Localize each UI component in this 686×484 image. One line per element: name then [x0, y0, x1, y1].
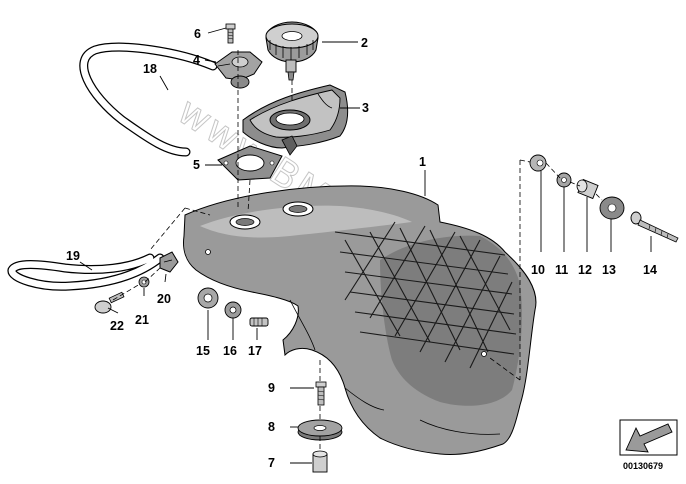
callout-19: 19 [66, 249, 80, 263]
spacer-sleeve-7 [312, 450, 328, 473]
callout-3: 3 [362, 101, 369, 115]
callout-12: 12 [578, 263, 592, 277]
callout-4: 4 [193, 53, 200, 67]
direction-arrow-icon [619, 419, 678, 456]
callout-11: 11 [555, 263, 568, 277]
tank-opening-right [282, 201, 314, 217]
tank-housing [183, 185, 537, 455]
screw-17 [249, 317, 269, 327]
callout-14: 14 [643, 263, 657, 277]
callout-1: 1 [419, 155, 426, 169]
spacer-12 [576, 178, 599, 200]
document-number: 00130679 [623, 461, 663, 471]
tank-opening-left [229, 214, 261, 230]
callout-7: 7 [268, 456, 275, 470]
callout-10: 10 [531, 263, 545, 277]
bushing-10 [529, 154, 547, 172]
screw-9 [315, 381, 327, 406]
assembly-lines [112, 50, 603, 452]
hose-lower [7, 253, 165, 291]
grommet-15 [197, 287, 219, 309]
callout-2: 2 [361, 36, 368, 50]
housing-mesh [334, 221, 517, 369]
washer-21 [138, 276, 150, 288]
callout-9: 9 [268, 381, 275, 395]
clip-20 [159, 251, 179, 273]
callout-13: 13 [602, 263, 616, 277]
screw-top [225, 23, 236, 44]
callout-20: 20 [157, 292, 171, 306]
filler-cap [265, 21, 319, 81]
callout-21: 21 [135, 313, 149, 327]
callout-18: 18 [143, 62, 157, 76]
gasket-plate [217, 145, 283, 181]
callout-6: 6 [194, 27, 201, 41]
hose-upper [79, 42, 218, 157]
callout-5: 5 [193, 158, 200, 172]
callout-8: 8 [268, 420, 275, 434]
washer-16 [224, 301, 242, 319]
callout-16: 16 [223, 344, 237, 358]
callout-22: 22 [110, 319, 124, 333]
screw-22 [94, 291, 125, 314]
washer-11 [556, 172, 572, 188]
rubber-mount-13 [599, 196, 625, 220]
breather-valve [214, 51, 263, 89]
bolt-14 [630, 211, 679, 243]
leader-lines [79, 27, 652, 464]
callout-15: 15 [196, 344, 210, 358]
callout-17: 17 [248, 344, 262, 358]
callout-labels: 1 2 3 4 5 6 7 8 9 10 11 12 13 14 15 16 1… [66, 27, 657, 470]
rubber-grommet-8 [297, 419, 343, 441]
filler-tray [242, 84, 349, 156]
